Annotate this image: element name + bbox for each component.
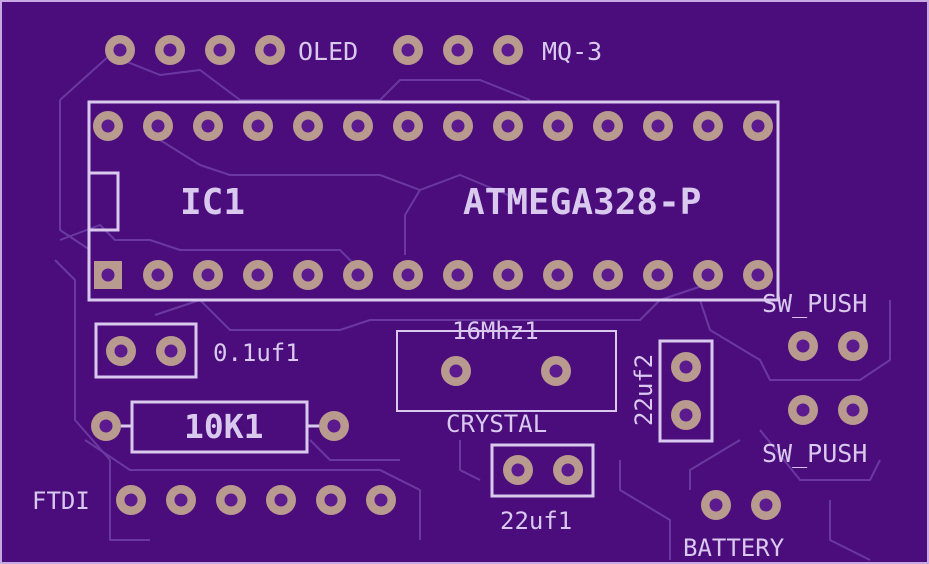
ic-pin-bottom-12-hole [651, 268, 665, 282]
label-ftdi: FTDI [32, 487, 90, 515]
label-crystal: CRYSTAL [446, 410, 547, 438]
cap-22uf1-pad-2-hole [561, 463, 575, 477]
ic-pin-top-6-hole [351, 119, 365, 133]
ic-pin-bottom-9-hole [501, 268, 515, 282]
ftdi-pad-5-hole [324, 493, 338, 507]
mq3-pad-1-hole [401, 43, 415, 57]
cap-01uf-outline [94, 322, 198, 379]
ic-pin-bottom-2-hole [151, 268, 165, 282]
crystal-outline [396, 330, 617, 412]
ftdi-pad-1-hole [124, 493, 138, 507]
pad-group [91, 35, 868, 520]
cap-01uf-pad-1-hole [114, 344, 128, 358]
sw-push-pad-4-hole [846, 403, 860, 417]
ic-pin-top-11-hole [601, 119, 615, 133]
ic-pin-top-2-hole [151, 119, 165, 133]
ic-pin-bottom-14-hole [751, 268, 765, 282]
label-crystal-freq: 16Mhz1 [452, 317, 539, 345]
ic-pin-top-5-hole [301, 119, 315, 133]
ftdi-pad-3-hole [224, 493, 238, 507]
ic-pin-top-4-hole [251, 119, 265, 133]
ic-pin-bottom-7-hole [401, 268, 415, 282]
ftdi-pad-4-hole [274, 493, 288, 507]
sw-push-pad-3-hole [796, 403, 810, 417]
label-sw-push-bottom: SW_PUSH [762, 439, 867, 468]
oled-pad-4-hole [263, 43, 277, 57]
cap-22uf1-pad-1-hole [511, 463, 525, 477]
cap-22uf1-outline [490, 443, 595, 498]
oled-pad-2-hole [163, 43, 177, 57]
ic-pin-top-9-hole [501, 119, 515, 133]
ic-pin-top-14-hole [751, 119, 765, 133]
label-resistor: 10K1 [184, 407, 263, 446]
ic-pin-top-1-hole [101, 119, 115, 133]
ic-pin-top-10-hole [551, 119, 565, 133]
sw-push-pad-2-hole [846, 339, 860, 353]
ic-pin-bottom-5-hole [301, 268, 315, 282]
ic-pin-bottom-8-hole [451, 268, 465, 282]
sw-push-pad-1-hole [796, 339, 810, 353]
label-mq3: MQ-3 [542, 37, 602, 66]
ic-pin-bottom-6-hole [351, 268, 365, 282]
cap-22uf2-pad-1-hole [679, 360, 693, 374]
ic-pin-top-7-hole [401, 119, 415, 133]
oled-pad-1-hole [113, 43, 127, 57]
battery-pad-1-hole [709, 498, 723, 512]
ic-pin-top-12-hole [651, 119, 665, 133]
mq3-pad-2-hole [451, 43, 465, 57]
ic-pin-bottom-10-hole [551, 268, 565, 282]
label-cap-01uf: 0.1uf1 [213, 339, 300, 367]
ic-pin-bottom-11-hole [601, 268, 615, 282]
cap-22uf2-pad-2-hole [679, 408, 693, 422]
oled-pad-3-hole [213, 43, 227, 57]
mq3-pad-3-hole [501, 43, 515, 57]
label-cap-22uf1: 22uf1 [500, 507, 572, 535]
label-ic-ref: IC1 [180, 182, 245, 223]
crystal-pad-1-hole [449, 364, 463, 378]
resistor-pad-2-hole [327, 419, 341, 433]
cap-01uf-pad-2-hole [164, 344, 178, 358]
ic-notch [87, 171, 120, 232]
battery-pad-2-hole [759, 498, 773, 512]
ic-pin-bottom-4-hole [251, 268, 265, 282]
label-battery: BATTERY [683, 534, 785, 562]
ftdi-pad-2-hole [174, 493, 188, 507]
label-oled: OLED [298, 37, 358, 66]
ic-pin-bottom-3-hole [201, 268, 215, 282]
label-ic-value: ATMEGA328-P [463, 182, 701, 223]
ic-pin-top-8-hole [451, 119, 465, 133]
ic-pin-bottom-13-hole [701, 268, 715, 282]
ic-pin-bottom-1-hole [101, 268, 115, 282]
cap-22uf2-outline [658, 339, 714, 443]
crystal-pad-2-hole [549, 364, 563, 378]
label-sw-push-top: SW_PUSH [762, 289, 867, 318]
resistor-pad-1-hole [99, 419, 113, 433]
ftdi-pad-6-hole [374, 493, 388, 507]
label-cap-22uf2: 22uf2 [630, 354, 658, 426]
ic-pin-top-3-hole [201, 119, 215, 133]
ic-pin-top-13-hole [701, 119, 715, 133]
